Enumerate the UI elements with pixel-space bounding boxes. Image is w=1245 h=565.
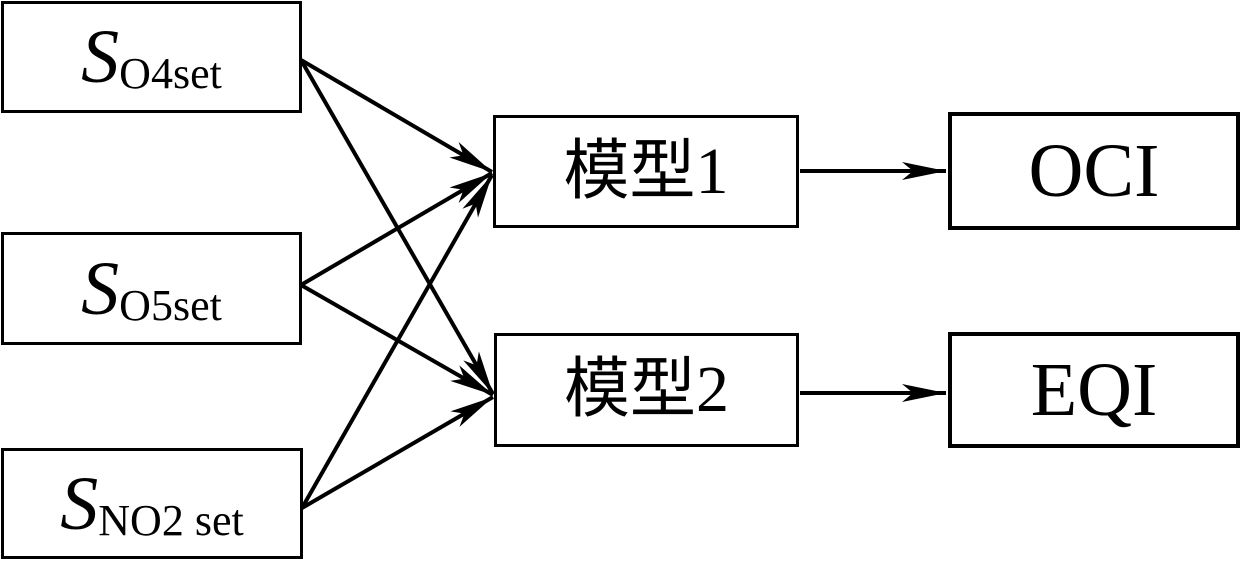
- node-eqi: EQI: [948, 332, 1240, 448]
- node-eqi-label: EQI: [1030, 348, 1158, 432]
- node-so5set-subscript: O5set: [119, 280, 222, 330]
- node-so5set-symbol: S: [81, 246, 120, 331]
- node-model2: 模型2: [494, 333, 799, 447]
- arrow-so4set-to-model1: [299, 58, 494, 174]
- node-so4set-symbol: S: [81, 15, 120, 99]
- node-sno2set-symbol: S: [60, 461, 99, 546]
- node-model1-label: 模型1: [563, 134, 729, 208]
- arrow-sno2set-to-model1: [300, 174, 494, 509]
- arrow-sno2set-to-model2: [300, 395, 495, 510]
- node-model1: 模型1: [493, 115, 799, 228]
- node-sno2set-subscript: NO2 set: [98, 495, 244, 545]
- node-so4set-subscript: O4set: [119, 49, 222, 98]
- node-model2-label: 模型2: [564, 353, 729, 426]
- node-oci-label: OCI: [1028, 129, 1160, 213]
- node-oci: OCI: [948, 112, 1240, 230]
- arrow-so5set-to-model1: [299, 171, 494, 287]
